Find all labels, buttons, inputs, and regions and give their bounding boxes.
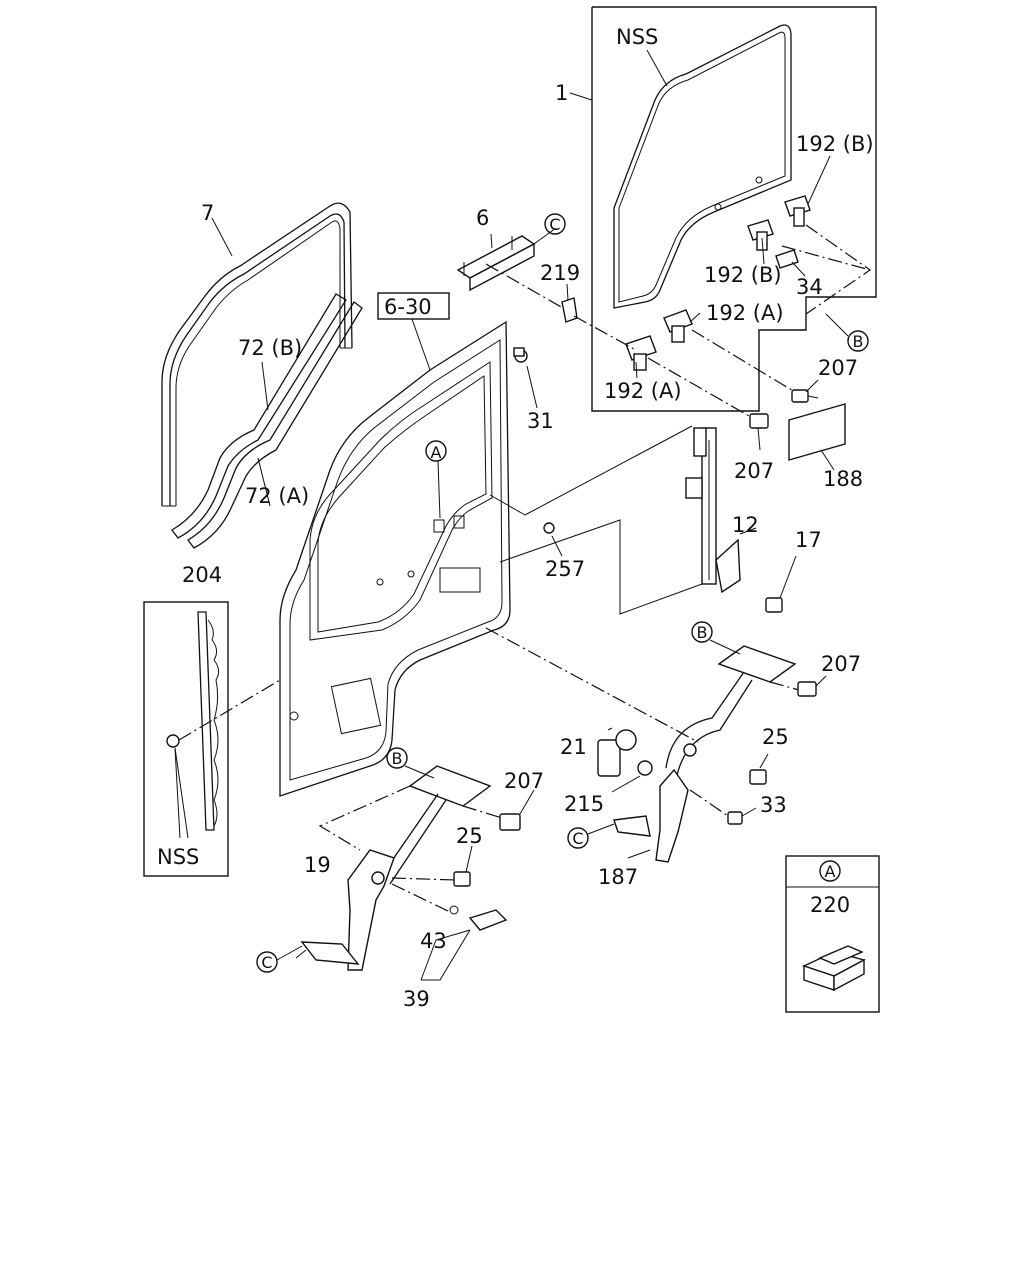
clip-34: [775, 249, 799, 269]
bracket-192b-upper: [784, 195, 811, 227]
glass-group-frame: [591, 6, 877, 412]
svg-text:B: B: [853, 332, 864, 351]
bolt-207-right: [797, 681, 817, 697]
bracket-192a-upper: [663, 309, 693, 343]
callout-187: 187: [598, 865, 638, 889]
callout-6-30: 6-30: [384, 295, 432, 319]
label-188: [788, 403, 846, 461]
svg-text:B: B: [392, 749, 403, 768]
ref-marker-b-right: B: [825, 313, 869, 352]
callout-17: 17: [795, 528, 822, 552]
ref-marker-b-reg-right: B: [691, 621, 741, 655]
callout-192a-lower: 192 (A): [604, 379, 682, 403]
callout-34: 34: [796, 275, 823, 299]
svg-text:C: C: [549, 215, 560, 234]
run-channel-7: [161, 202, 353, 507]
bolt-207-left: [499, 813, 521, 831]
ref-marker-a-door: A: [425, 440, 447, 519]
bolt-17: [765, 597, 783, 613]
door-glass: [613, 24, 792, 309]
bolt-207-lower: [749, 413, 769, 451]
callout-192b-upper: 192 (B): [796, 132, 874, 156]
washer-257: [543, 522, 555, 534]
grommet-31: [513, 347, 528, 363]
callout-207-left: 207: [504, 769, 544, 793]
regulator-handle-right: [613, 671, 753, 863]
bracket-plate-b-right: [717, 645, 797, 683]
callout-12: 12: [732, 513, 759, 537]
svg-text:C: C: [261, 953, 272, 972]
sash-strip-box: [143, 601, 229, 877]
glass-channel-6: [456, 227, 557, 292]
svg-text:A: A: [431, 443, 442, 462]
bracket-plate-b-left: [408, 765, 492, 807]
screw-33: [727, 811, 743, 825]
callout-192b-lower: 192 (B): [704, 263, 782, 287]
inset-box-a: [785, 855, 880, 1013]
bolt-25-left: [453, 871, 471, 887]
ref-marker-a-inset: A: [819, 860, 841, 882]
callout-39: 39: [403, 987, 430, 1011]
ref-marker-c-reg-left: C: [256, 945, 303, 973]
callout-1: 1: [555, 81, 568, 105]
svg-text:C: C: [572, 829, 583, 848]
ref-marker-c-reg-right: C: [567, 823, 615, 849]
callout-207-right: 207: [821, 652, 861, 676]
callout-215: 215: [564, 792, 604, 816]
clip-219: [561, 297, 578, 323]
door-panel: [279, 320, 511, 797]
callout-33: 33: [760, 793, 787, 817]
callout-257: 257: [545, 557, 585, 581]
callout-nss-glass: NSS: [616, 25, 658, 49]
motor-21: [597, 729, 637, 777]
weatherstrip-72a: [187, 301, 363, 549]
weatherstrip-72b: [171, 293, 347, 539]
callout-192a-upper: 192 (A): [706, 301, 784, 325]
callout-19: 19: [304, 853, 331, 877]
bracket-192a-lower: [625, 335, 657, 371]
callout-72b: 72 (B): [238, 336, 302, 360]
callout-219: 219: [540, 261, 580, 285]
window-regulator-12: [685, 427, 741, 594]
glass-assembly-group: [569, 6, 877, 421]
callout-6: 6: [476, 206, 489, 230]
handle-39: [449, 905, 508, 931]
callout-204: 204: [182, 563, 222, 587]
callout-72a: 72 (A): [245, 484, 309, 508]
callout-25-right: 25: [762, 725, 789, 749]
ref-marker-b-reg-left: B: [386, 747, 435, 779]
sash-strip-204: [166, 611, 220, 831]
callout-207-upper: 207: [818, 356, 858, 380]
washer-215: [637, 760, 653, 776]
bolt-25-right: [749, 769, 767, 785]
regulator-handle-left: [300, 793, 447, 971]
callout-207-lower: 207: [734, 459, 774, 483]
callout-31: 31: [527, 409, 554, 433]
svg-text:A: A: [825, 862, 836, 881]
callout-7: 7: [201, 201, 214, 225]
ref-marker-c-top: C: [544, 213, 566, 235]
door-ref-box: [377, 292, 450, 320]
callout-nss-strip: NSS: [157, 845, 199, 869]
callout-21: 21: [560, 735, 587, 759]
clip-220: [802, 945, 866, 992]
callout-188: 188: [823, 467, 863, 491]
svg-text:B: B: [697, 623, 708, 642]
bracket-192b-lower: [747, 219, 774, 251]
callout-25-left: 25: [456, 824, 483, 848]
callout-220: 220: [810, 893, 850, 917]
callout-43: 43: [420, 929, 447, 953]
bolt-207-upper: [791, 389, 819, 403]
